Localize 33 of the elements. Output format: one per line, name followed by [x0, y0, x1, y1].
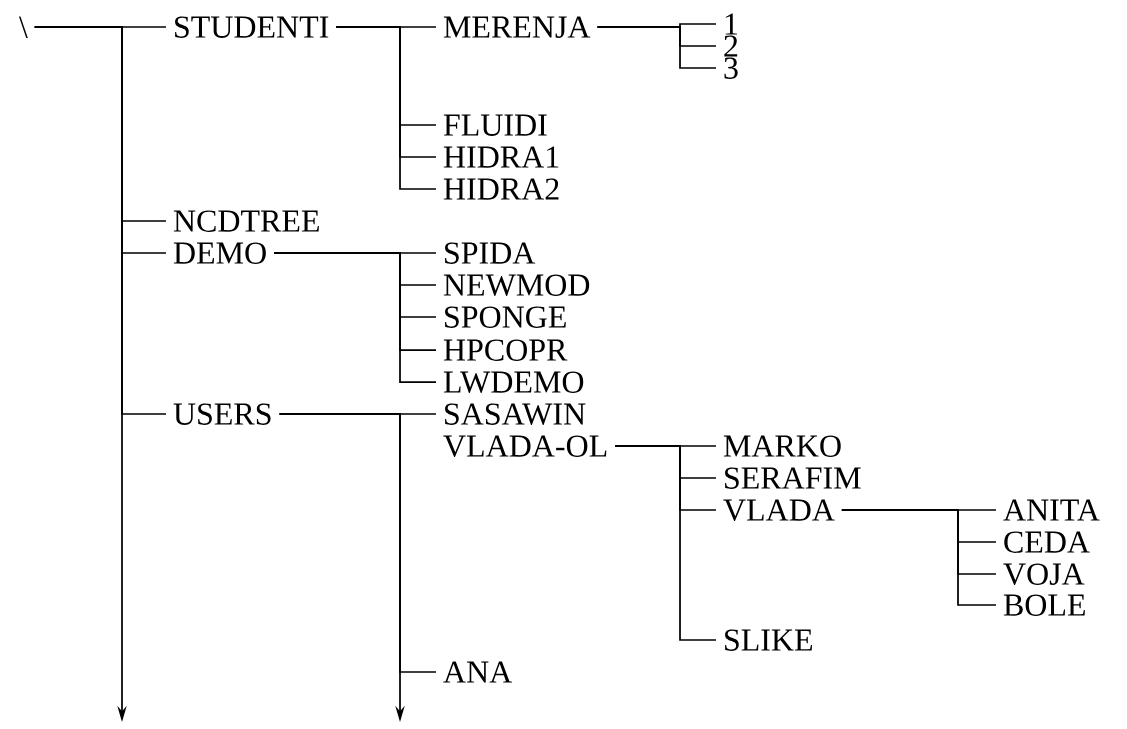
folder-name: 2: [724, 35, 738, 57]
folder-name: NCDTREE: [173, 210, 319, 232]
folder-name: HPCOPR: [443, 339, 568, 361]
folder-name: \: [18, 16, 28, 38]
folder-name: HIDRA1: [443, 146, 559, 168]
folder-name: SERAFIM: [725, 467, 861, 489]
folder-name: 3: [724, 57, 738, 79]
folder-name: MARKO: [723, 435, 841, 457]
folder-name: HIDRA2: [443, 178, 559, 200]
folder-name: VOJA: [1003, 563, 1085, 586]
tree-connector: [335, 26, 437, 190]
folder-name: MERENJA: [443, 16, 591, 38]
folder-name: USERS: [173, 403, 271, 425]
tree-connector: [596, 26, 717, 69]
folder-name: 1: [725, 13, 737, 35]
folder-name: BOLE: [1003, 594, 1085, 616]
folder-name: VLADA: [723, 499, 835, 522]
tree-connector: [273, 252, 437, 383]
folder-name: CEDA: [1004, 531, 1090, 553]
tree-connector: [841, 509, 997, 606]
folder-name: FLUIDI: [443, 114, 547, 136]
folder-name: SLIKE: [725, 629, 812, 651]
folder-name: SPONGE: [445, 306, 566, 328]
folder-name: VLADA-OL: [443, 435, 607, 458]
folder-name: ANITA: [1003, 499, 1100, 521]
folder-name: LWDEMO: [443, 371, 584, 394]
folder-name: DEMO: [173, 242, 266, 264]
folder-name: SPIDA: [445, 242, 536, 264]
folder-name: ANA: [443, 661, 513, 683]
folder-name: SASAWIN: [445, 403, 586, 426]
folder-name: NEWMOD: [443, 274, 590, 297]
tree-connector: [614, 445, 717, 641]
folder-name: STUDENTI: [175, 16, 329, 38]
